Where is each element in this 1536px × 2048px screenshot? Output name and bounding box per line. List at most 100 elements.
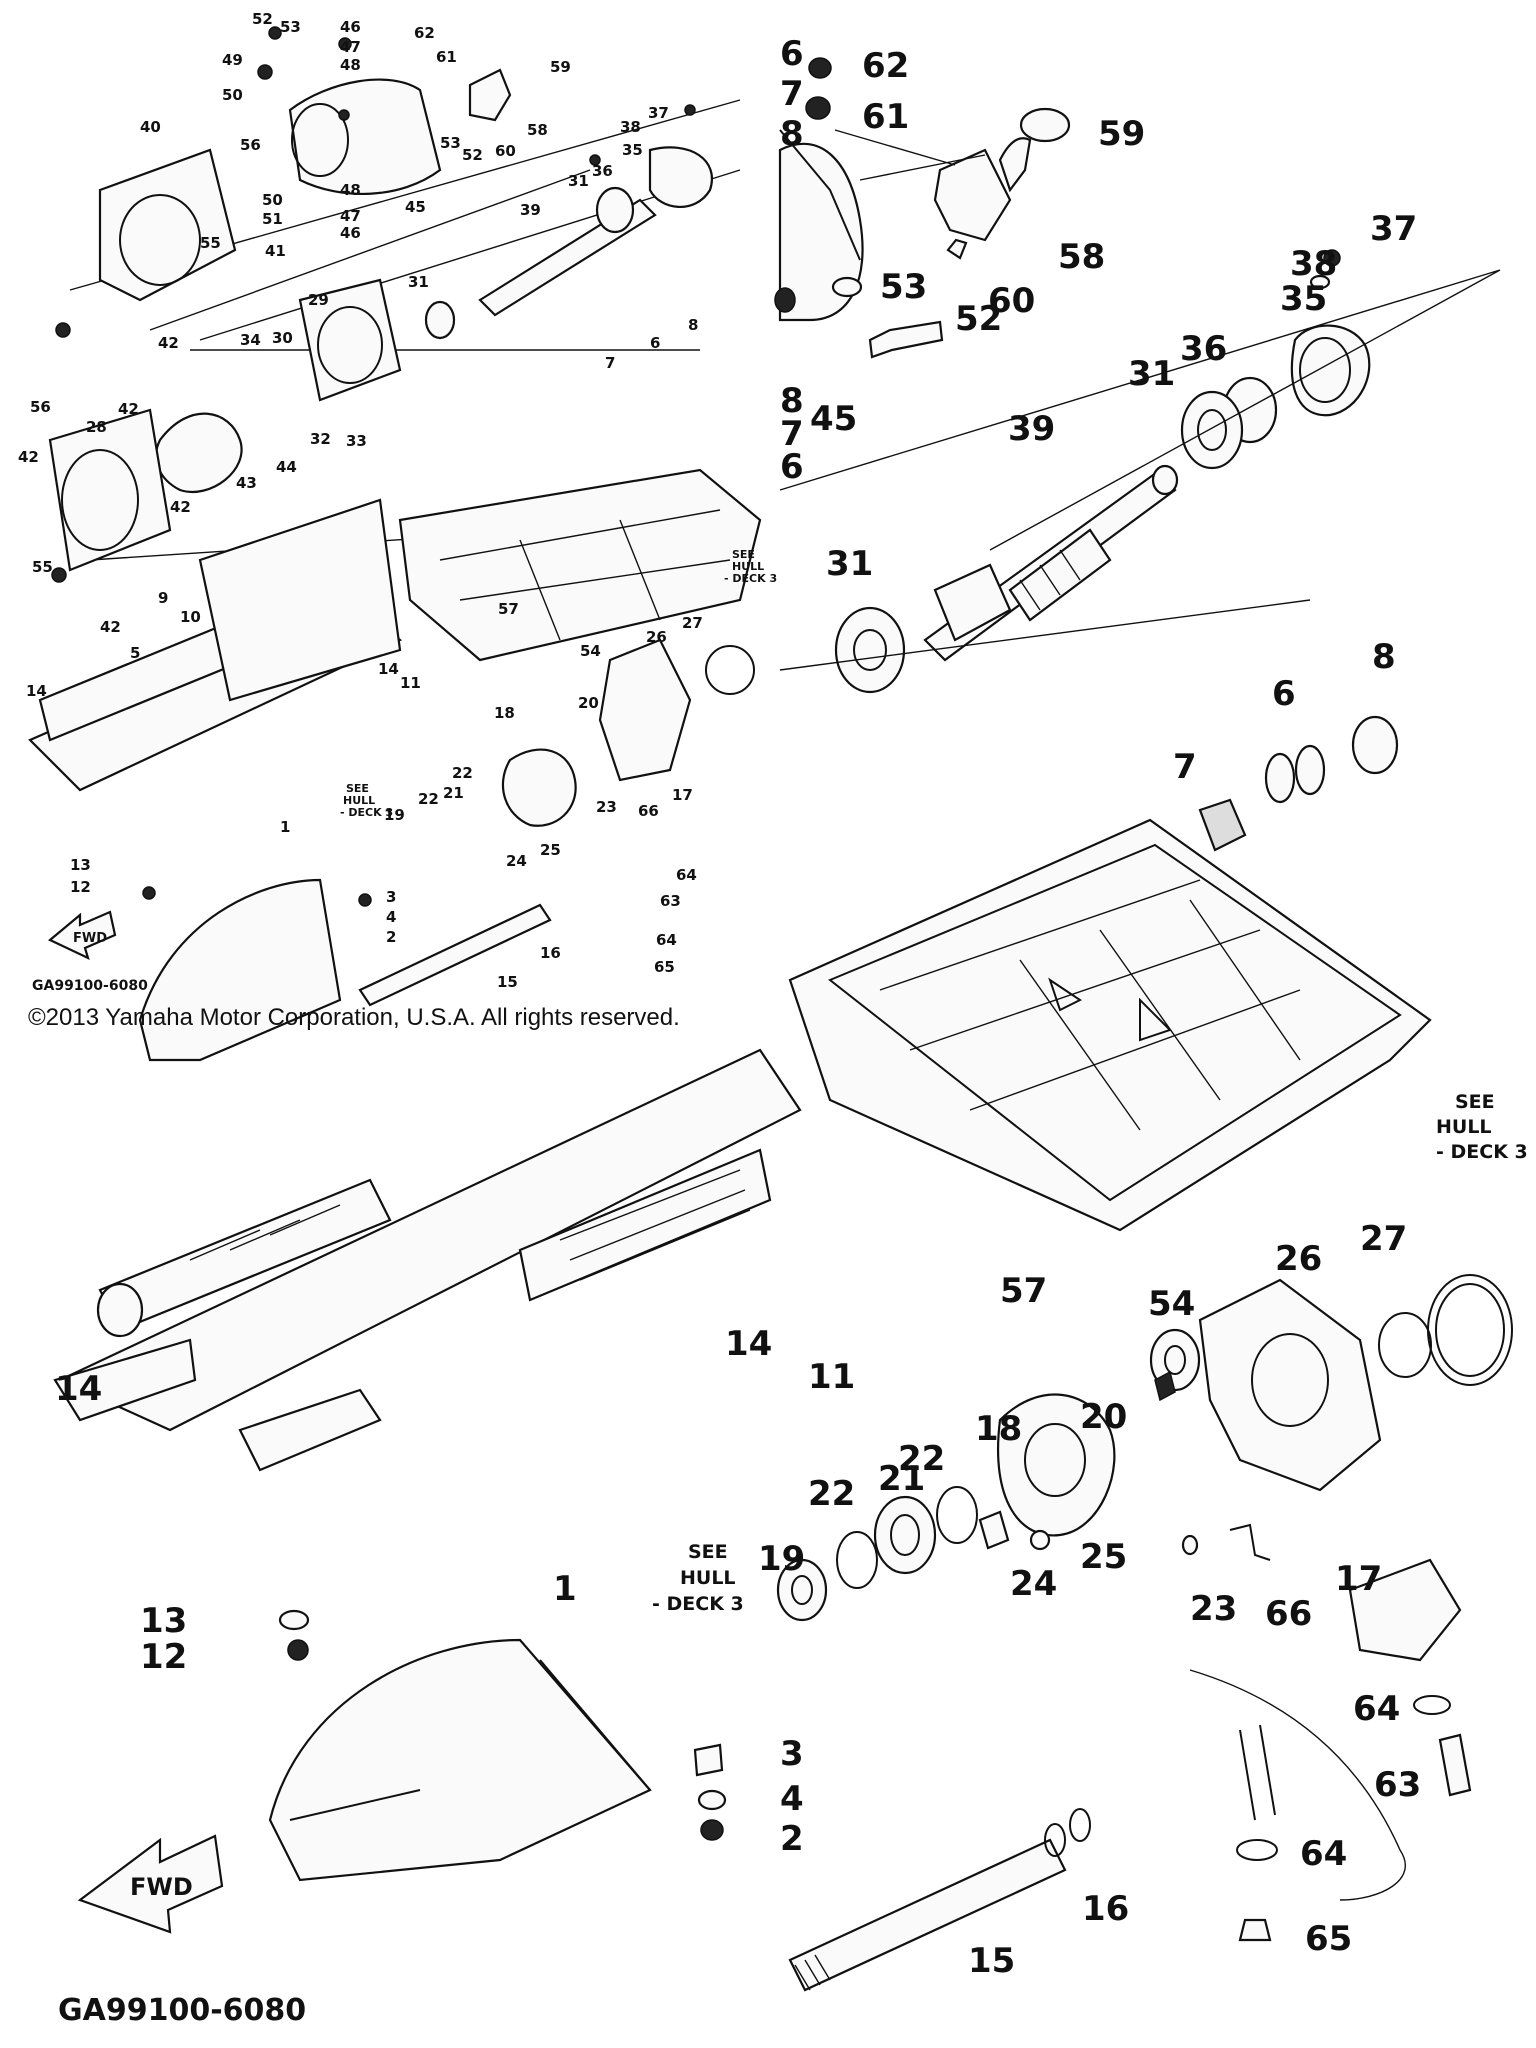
thumb-label: 34: [240, 331, 261, 349]
thumb-label: 47: [340, 38, 361, 56]
thumb-label: 21: [443, 784, 464, 802]
diagram-code: GA99100-6080: [58, 1993, 306, 2028]
main-label: 11: [808, 1357, 855, 1397]
thumb-label: 4: [386, 908, 396, 926]
main-label: 53: [880, 267, 927, 307]
main-label: 7: [780, 74, 804, 114]
thumb-label: 24: [506, 852, 527, 870]
main-label: 14: [725, 1324, 772, 1364]
main-label: 59: [1098, 114, 1145, 154]
main-label: 19: [758, 1539, 805, 1579]
main-label: 7: [1173, 747, 1197, 787]
thumb-label: 43: [236, 474, 257, 492]
thumb-label: 41: [265, 242, 286, 260]
thumb-label: 40: [140, 118, 161, 136]
see-note-line2: HULL: [343, 794, 375, 807]
thumb-label: 14: [378, 660, 399, 678]
main-label: 17: [1335, 1559, 1382, 1599]
thumb-label: 55: [32, 558, 53, 576]
thumb-label: 51: [262, 210, 283, 228]
thumb-label: 54: [580, 642, 601, 660]
thumb-label: 48: [340, 181, 361, 199]
see-note-line1: SEE: [1455, 1091, 1495, 1113]
main-label: 6: [780, 447, 804, 487]
thumb-label: 23: [596, 798, 617, 816]
thumb-label: 36: [592, 162, 613, 180]
thumb-label: 14: [26, 682, 47, 700]
thumb-label: 52: [252, 10, 273, 28]
thumb-label: 45: [405, 198, 426, 216]
thumb-label: 42: [170, 498, 191, 516]
thumb-label: 16: [540, 944, 561, 962]
main-label: 26: [1275, 1239, 1322, 1279]
thumb-label: 66: [638, 802, 659, 820]
thumb-label: 56: [240, 136, 261, 154]
thumb-label: 42: [100, 618, 121, 636]
main-label: 64: [1353, 1689, 1400, 1729]
thumb-label: 49: [222, 51, 243, 69]
main-label: 54: [1148, 1284, 1195, 1324]
thumb-label: 1: [280, 818, 290, 836]
thumb-label: 3: [386, 888, 396, 906]
thumb-label: 28: [86, 418, 107, 436]
thumb-label: 59: [550, 58, 571, 76]
thumb-label: 17: [672, 786, 693, 804]
thumb-label: 64: [656, 931, 677, 949]
thumb-label: 46: [340, 18, 361, 36]
thumb-label: 27: [682, 614, 703, 632]
thumb-label: 44: [276, 458, 297, 476]
thumb-label: 10: [180, 608, 201, 626]
thumb-label: 64: [676, 866, 697, 884]
thumb-label: 52: [462, 146, 483, 164]
main-label: 64: [1300, 1834, 1347, 1874]
main-label: 8: [780, 381, 804, 421]
main-label: 45: [810, 399, 857, 439]
main-label: 4: [780, 1779, 804, 1819]
thumb-label: 2: [386, 928, 396, 946]
thumb-label: 42: [158, 334, 179, 352]
thumb-label: 46: [340, 224, 361, 242]
thumb-label: 29: [308, 291, 329, 309]
main-label: 16: [1082, 1889, 1129, 1929]
see-note-line1: SEE: [688, 1541, 728, 1563]
main-label: 36: [1180, 329, 1227, 369]
thumb-label: 7: [605, 354, 615, 372]
thumb-label: 32: [310, 430, 331, 448]
thumb-label: 12: [70, 878, 91, 896]
main-label: 58: [1058, 237, 1105, 277]
thumb-label: 42: [18, 448, 39, 466]
thumb-label: 33: [346, 432, 367, 450]
main-label: 27: [1360, 1219, 1407, 1259]
thumb-label: 6: [650, 334, 660, 352]
main-label: 61: [862, 97, 909, 137]
thumb-label: 18: [494, 704, 515, 722]
thumb-label: 38: [620, 118, 641, 136]
thumb-label: 50: [262, 191, 283, 209]
main-label: 38: [1290, 244, 1337, 284]
thumb-label: 20: [578, 694, 599, 712]
thumb-label: 22: [452, 764, 473, 782]
thumb-fwd-label: FWD: [73, 931, 107, 946]
main-label: 25: [1080, 1537, 1127, 1577]
main-label: 6: [1272, 674, 1296, 714]
see-note-line2: HULL: [732, 560, 764, 573]
thumb-label: 58: [527, 121, 548, 139]
main-label: 22: [898, 1439, 945, 1479]
see-note-line1: SEE: [346, 782, 369, 795]
thumb-label: 63: [660, 892, 681, 910]
see-note-line3: - DECK 3: [340, 806, 393, 819]
main-label: 13: [140, 1601, 187, 1641]
thumb-label: 39: [520, 201, 541, 219]
thumb-label: 37: [648, 104, 669, 122]
fwd-label: FWD: [130, 1873, 193, 1901]
see-note-line3: - DECK 3: [1436, 1141, 1528, 1163]
main-label: 22: [808, 1474, 855, 1514]
thumb-label: 42: [118, 400, 139, 418]
thumb-diagram-code: GA99100-6080: [32, 978, 148, 994]
thumb-label: 60: [495, 142, 516, 160]
see-note-line3: - DECK 3: [724, 572, 777, 585]
see-note-line2: HULL: [680, 1567, 736, 1589]
detail-diagram: [53, 57, 1513, 1992]
thumb-label: 56: [30, 398, 51, 416]
